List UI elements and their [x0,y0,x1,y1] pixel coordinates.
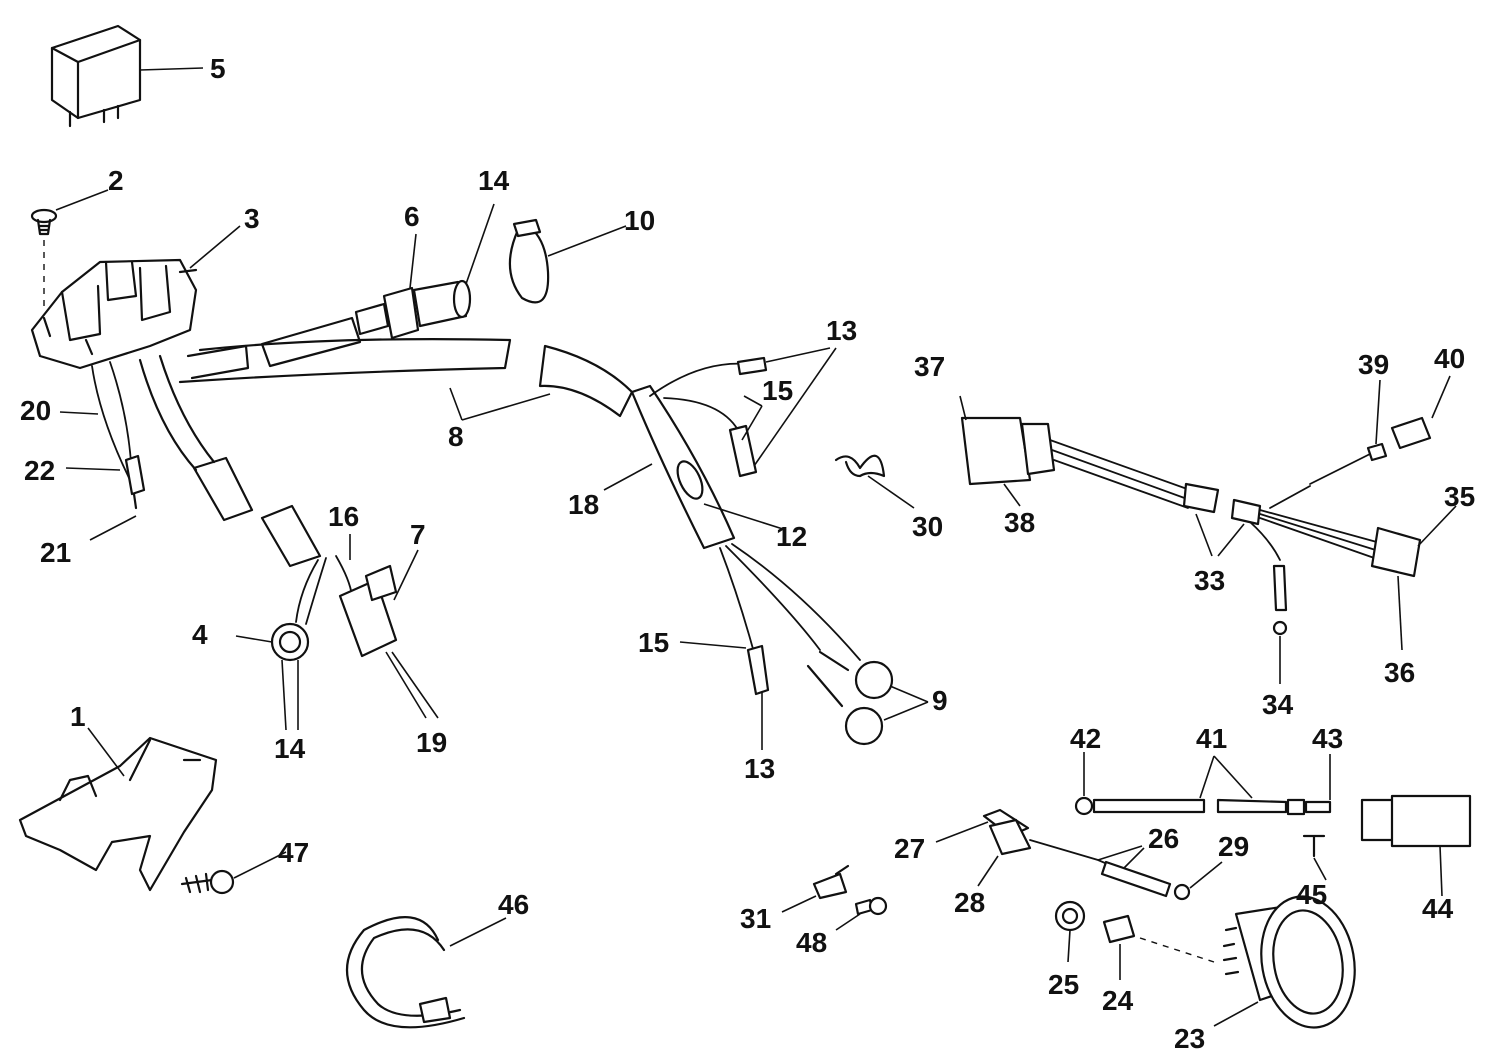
callout-37: 37 [914,351,945,382]
callout-4: 4 [192,619,208,650]
callout-20: 20 [20,395,51,426]
callout-13-bottom: 13 [744,753,775,784]
callout-14-top: 14 [478,165,510,196]
callout-18: 18 [568,489,599,520]
part-24-25-bulb [1054,900,1215,980]
part-5-relay [50,24,204,128]
callout-35: 35 [1444,481,1475,512]
callout-15-mid: 15 [638,627,669,658]
callout-42: 42 [1070,723,1101,754]
callout-2: 2 [108,165,124,196]
part-18-center-harness [603,347,929,750]
part-31-48-clip-screw [781,864,888,931]
callout-34: 34 [1262,689,1294,720]
callout-48: 48 [796,927,827,958]
callout-5: 5 [210,53,226,84]
callout-14-bottom: 14 [274,733,306,764]
callout-16: 16 [328,501,359,532]
callout-9: 9 [932,685,948,716]
callout-6: 6 [404,201,420,232]
part-47-screw [180,851,287,895]
part-4-7-16-19-connectors [235,534,439,731]
part-3-terminal-block [30,225,241,370]
callout-26: 26 [1148,823,1179,854]
callout-28: 28 [954,887,985,918]
callout-30: 30 [912,511,943,542]
part-41-43-lead [1074,752,1332,816]
part-26-29-lead [935,808,1223,901]
callout-22: 22 [24,455,55,486]
callout-8: 8 [448,421,464,452]
callout-41: 41 [1196,723,1227,754]
callout-10: 10 [624,205,655,236]
part-10-strap-clamp [508,218,627,304]
callout-31: 31 [740,903,771,934]
callout-15-top: 15 [762,375,793,406]
callout-27: 27 [894,833,925,864]
part-20-22-lower-branch [59,354,322,568]
callout-29: 29 [1218,831,1249,862]
callout-38: 38 [1004,507,1035,538]
callout-36: 36 [1384,657,1415,688]
callout-47: 47 [278,837,309,868]
part-8-main-harness [178,316,634,421]
callout-13-top: 13 [826,315,857,346]
callout-39: 39 [1358,349,1389,380]
callout-23: 23 [1174,1023,1205,1054]
part-23-gauge [1213,895,1356,1029]
callout-19: 19 [416,727,447,758]
part-2-screw [30,189,109,310]
callout-25: 25 [1048,969,1079,1000]
callout-44: 44 [1422,893,1454,924]
callout-12: 12 [776,521,807,552]
part-30-clip [834,454,915,509]
part-44-45-plug [1302,794,1472,897]
part-6-connector [354,203,495,340]
callout-24: 24 [1102,985,1134,1016]
callout-45: 45 [1296,879,1327,910]
part-1-bracket [18,727,218,892]
callout-1: 1 [70,701,86,732]
callout-40: 40 [1434,343,1465,374]
part-39-40-terminal [1309,375,1451,485]
callout-21: 21 [40,537,71,568]
callout-33: 33 [1194,565,1225,596]
callout-46: 46 [498,889,529,920]
part-46-strap [345,916,507,1029]
callout-43: 43 [1312,723,1343,754]
callout-3: 3 [244,203,260,234]
callout-7: 7 [410,519,426,550]
part-37-38-harness-plug [959,395,1457,684]
